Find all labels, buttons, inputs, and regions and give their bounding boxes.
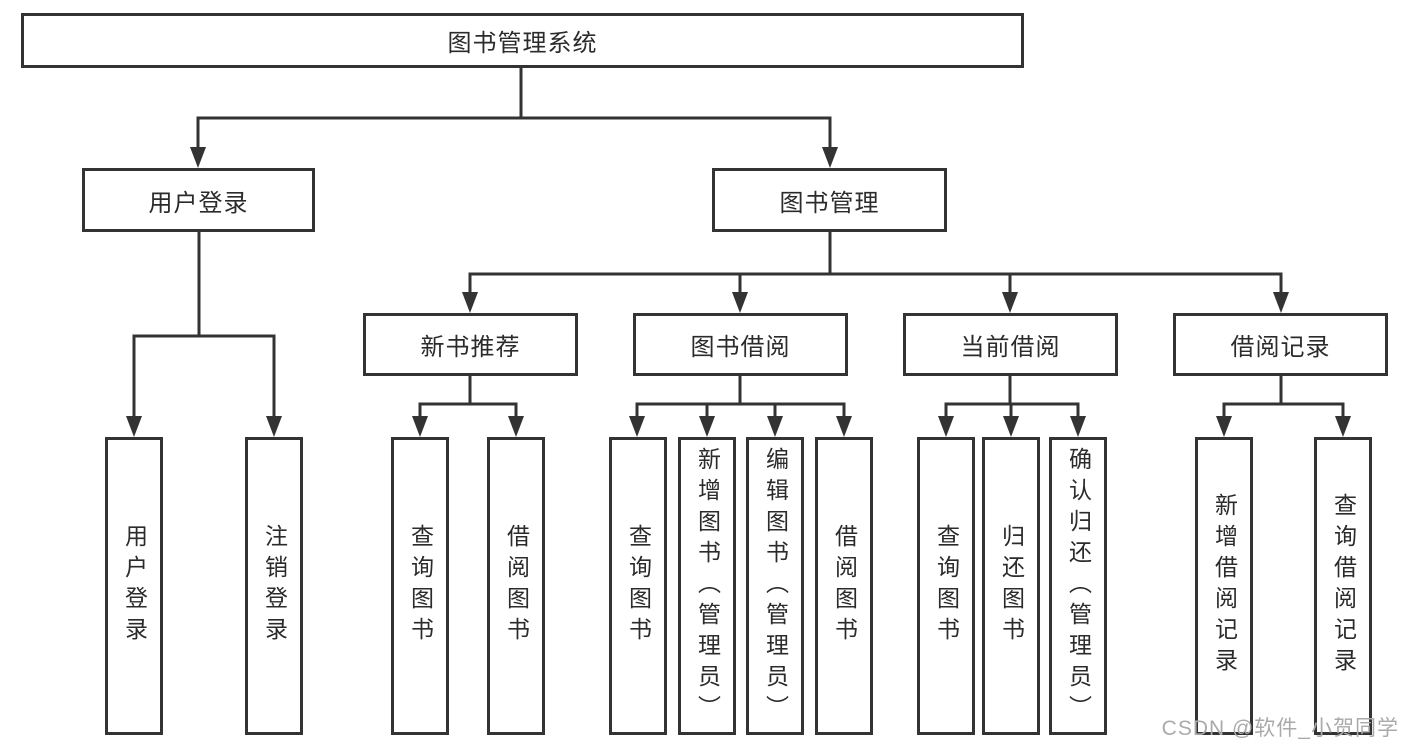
- leaf-query-book-recommend-label: 查询图书: [407, 524, 434, 648]
- node-book-management-label: 图书管理: [779, 189, 880, 217]
- leaf-borrow-book-recommend: 借阅图书: [487, 437, 545, 735]
- node-book-borrow-label: 图书借阅: [690, 334, 791, 361]
- leaf-confirm-return-admin-label: 确认归还（管理员）: [1065, 446, 1092, 726]
- leaf-query-book-current: 查询图书: [917, 437, 975, 735]
- leaf-query-book-current-label: 查询图书: [933, 524, 960, 648]
- leaf-query-book-borrow-label: 查询图书: [625, 524, 652, 648]
- node-user-login-label: 用户登录: [148, 189, 249, 217]
- node-borrow-records-label: 借阅记录: [1230, 334, 1331, 361]
- leaf-logout: 注销登录: [245, 437, 303, 735]
- leaf-add-borrow-record: 新增借阅记录: [1195, 437, 1253, 735]
- leaf-user-login: 用户登录: [105, 437, 163, 735]
- node-current-borrow-label: 当前借阅: [960, 334, 1061, 361]
- leaf-confirm-return-admin: 确认归还（管理员）: [1049, 437, 1107, 735]
- node-root-system: 图书管理系统: [21, 13, 1024, 68]
- leaf-borrow-book: 借阅图书: [815, 437, 873, 735]
- node-current-borrow: 当前借阅: [903, 313, 1118, 376]
- leaf-edit-book-admin: 编辑图书（管理员）: [746, 437, 804, 735]
- node-root-system-label: 图书管理系统: [447, 30, 598, 57]
- node-new-book-recommend-label: 新书推荐: [420, 334, 521, 361]
- leaf-query-borrow-record: 查询借阅记录: [1314, 437, 1372, 735]
- node-book-borrow: 图书借阅: [633, 313, 848, 376]
- leaf-add-book-admin-label: 新增图书（管理员）: [694, 446, 721, 726]
- leaf-add-book-admin: 新增图书（管理员）: [678, 437, 736, 735]
- node-new-book-recommend: 新书推荐: [363, 313, 578, 376]
- node-book-management: 图书管理: [712, 168, 947, 232]
- node-borrow-records: 借阅记录: [1173, 313, 1388, 376]
- leaf-query-book-borrow: 查询图书: [609, 437, 667, 735]
- leaf-user-login-label: 用户登录: [121, 524, 148, 648]
- node-user-login: 用户登录: [82, 168, 315, 232]
- leaf-borrow-book-recommend-label: 借阅图书: [503, 524, 530, 648]
- leaf-query-book-recommend: 查询图书: [391, 437, 449, 735]
- leaf-logout-label: 注销登录: [261, 524, 288, 648]
- leaf-borrow-book-label: 借阅图书: [831, 524, 858, 648]
- leaf-add-borrow-record-label: 新增借阅记录: [1211, 493, 1238, 679]
- leaf-query-borrow-record-label: 查询借阅记录: [1330, 493, 1357, 679]
- leaf-return-book: 归还图书: [982, 437, 1040, 735]
- leaf-edit-book-admin-label: 编辑图书（管理员）: [762, 446, 789, 726]
- leaf-return-book-label: 归还图书: [998, 524, 1025, 648]
- csdn-watermark: CSDN @软件_小贺同学: [1161, 717, 1399, 740]
